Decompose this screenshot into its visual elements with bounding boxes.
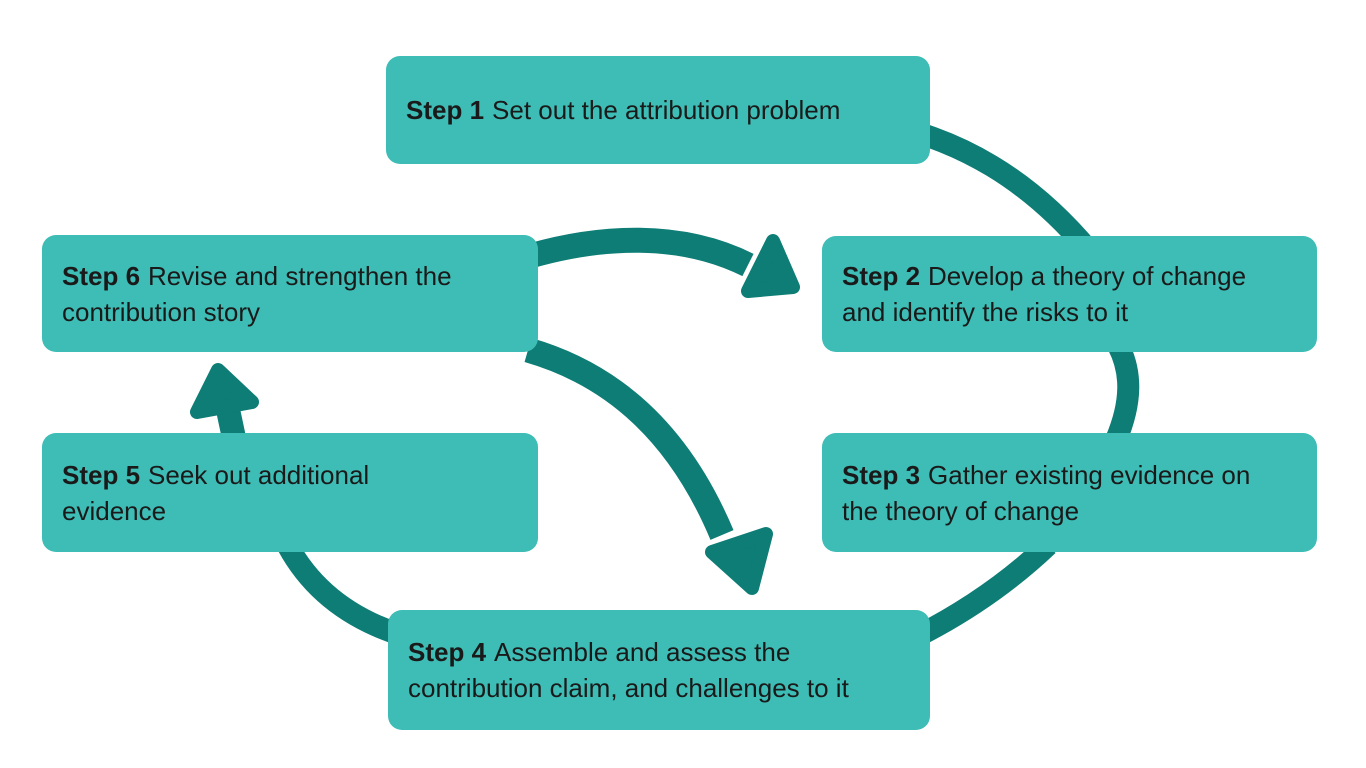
step-5-line1: Seek out additional: [148, 459, 370, 490]
step-4-line2: contribution claim, and challenges to it: [408, 673, 849, 703]
step-3-label: Step 3: [842, 459, 921, 490]
arrowhead-step6-to-step2-icon: [741, 234, 800, 298]
curve-step6-to-step2-icon: [526, 227, 754, 277]
step-5-line2: evidence: [62, 495, 167, 526]
step-6-label: Step 6: [62, 260, 141, 291]
step-3-line1: Gather existing evidence on: [928, 459, 1251, 490]
step-2-line2: and identify the risks to it: [842, 297, 1129, 327]
arrowhead-step5-to-step6-icon: [190, 363, 259, 419]
step-6-line1: Revise and strengthen the: [148, 260, 452, 291]
arc-step3-to-step4-icon: [912, 537, 1056, 646]
step-2-line1: Develop a theory of change: [928, 261, 1247, 291]
arc-step4-to-step5-icon: [278, 540, 402, 645]
arc-step2-to-step3-icon: [1105, 339, 1140, 445]
step-4-label: Step 4: [408, 637, 487, 667]
step-1-line1: Set out the attribution problem: [492, 95, 841, 125]
arrowhead-step6-to-step4-icon: [705, 527, 773, 595]
step-5-label: Step 5: [62, 459, 141, 490]
step-3-line2: the theory of change: [842, 495, 1080, 526]
step-4-line1: Assemble and assess the: [494, 637, 791, 667]
step-1-label: Step 1: [406, 95, 485, 125]
step-6-line2: contribution story: [62, 296, 260, 327]
curve-step6-to-step4-icon: [524, 337, 734, 540]
step-2-label: Step 2: [842, 261, 921, 291]
